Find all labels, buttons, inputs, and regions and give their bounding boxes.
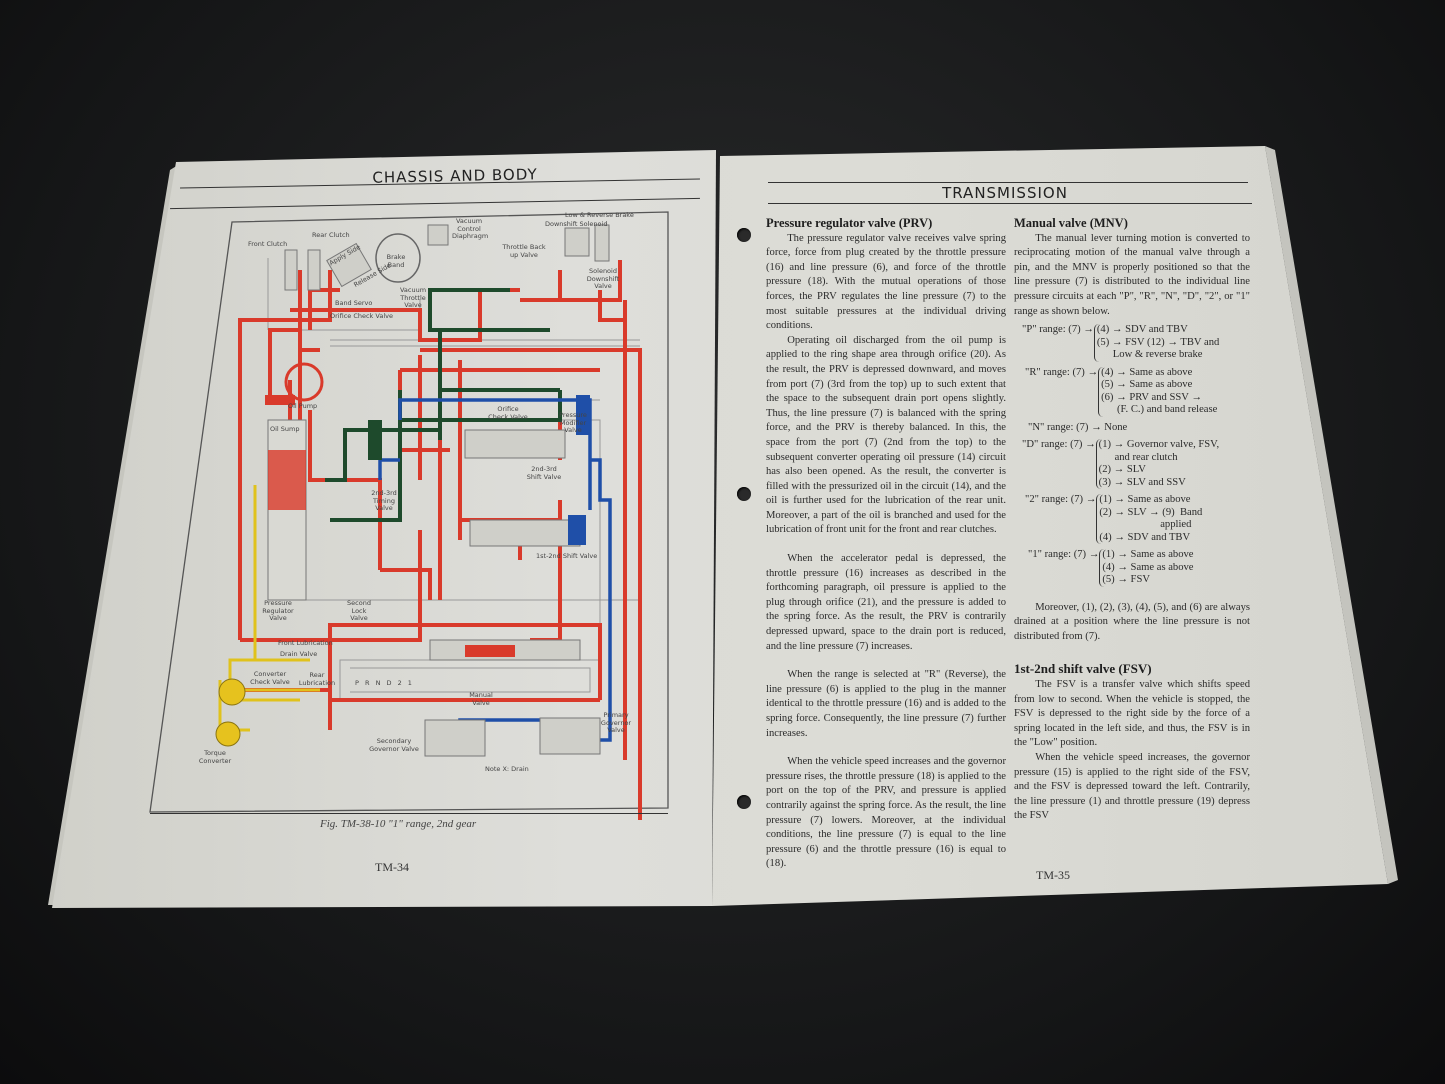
column-prv: Pressure regulator valve (PRV) The press… bbox=[766, 216, 1006, 872]
range-output: (1) → Governor valve, FSV, bbox=[1098, 439, 1220, 451]
range-output: (4) → Same as above bbox=[1101, 366, 1193, 378]
range-entry: "1" range: (7) →(1) → Same as above(4) →… bbox=[1014, 549, 1250, 587]
range-list: "P" range: (7) →(4) → SDV and TBV(5) → F… bbox=[1014, 324, 1250, 587]
range-outputs: (1) → Same as above(2) → SLV → (9) Band … bbox=[1096, 494, 1203, 545]
range-output: (2) → SLV bbox=[1098, 464, 1146, 476]
range-output: (1) → Same as above bbox=[1099, 494, 1191, 506]
range-entry: "P" range: (7) →(4) → SDV and TBV(5) → F… bbox=[1014, 324, 1250, 362]
range-output: (2) → SLV → (9) Band bbox=[1099, 506, 1203, 518]
range-outputs: (1) → Same as above(4) → Same as above(5… bbox=[1099, 549, 1194, 587]
label-drain-valve: Drain Valve bbox=[280, 650, 318, 658]
range-output: (1) → Same as above bbox=[1102, 549, 1194, 561]
column-mnv: Manual valve (MNV) The manual lever turn… bbox=[1014, 216, 1250, 824]
label-note-drain: Note X: Drain bbox=[485, 765, 529, 773]
binding-hole bbox=[737, 795, 751, 809]
range-outputs: (4) → SDV and TBV(5) → FSV (12) → TBV an… bbox=[1093, 324, 1220, 362]
range-label: "P" range: (7) → bbox=[1022, 324, 1094, 336]
range-output: and rear clutch bbox=[1098, 451, 1178, 463]
range-entry: "2" range: (7) →(1) → Same as above(2) →… bbox=[1014, 494, 1250, 545]
label-timing-valve: 2nd-3rd Timing Valve bbox=[371, 489, 397, 512]
range-output: (5) → Same as above bbox=[1101, 379, 1193, 391]
label-primary-governor-valve: Primary Governor Valve bbox=[600, 711, 632, 734]
label-band-servo: Band Servo bbox=[335, 299, 373, 307]
label-front-clutch: Front Clutch bbox=[248, 240, 288, 248]
range-label: "D" range: (7) → bbox=[1022, 439, 1096, 451]
label-shift-valve-12: 1st-2nd Shift Valve bbox=[536, 552, 598, 560]
range-output: Low & reverse brake bbox=[1096, 349, 1203, 361]
range-entry: "R" range: (7) →(4) → Same as above(5) →… bbox=[1014, 366, 1250, 417]
prv-paragraph: When the vehicle speed increases and the… bbox=[766, 756, 1006, 870]
range-output: (5) → FSV bbox=[1102, 574, 1150, 586]
label-oil-pump: Oil Pump bbox=[288, 402, 318, 410]
prv-paragraph: The pressure regulator valve receives va… bbox=[766, 232, 1006, 332]
range-label: "R" range: (7) → bbox=[1025, 366, 1099, 378]
range-outputs: (1) → Governor valve, FSV, and rear clut… bbox=[1095, 439, 1220, 490]
label-low-reverse-brake: Low & Reverse Brake bbox=[565, 211, 634, 219]
label-throttle-back-up-valve: Throttle Back up Valve bbox=[502, 243, 546, 259]
range-output: (F. C.) and band release bbox=[1101, 404, 1218, 416]
label-orifice-check-valve-2: Orifice Check Valve bbox=[488, 405, 528, 421]
label-brake-band: Brake Band bbox=[386, 253, 406, 269]
right-page-number: TM-35 bbox=[1036, 868, 1070, 882]
range-label: "N" range: (7) → None bbox=[1028, 421, 1128, 433]
prv-paragraph: Operating oil discharged from the oil pu… bbox=[766, 334, 1006, 536]
figure-caption: Fig. TM-38-10 "1" range, 2nd gear bbox=[320, 818, 477, 830]
label-vacuum-control-diaphragm: Vacuum Control Diaphragm bbox=[452, 217, 489, 240]
mnv-title: Manual valve (MNV) bbox=[1014, 216, 1128, 230]
label-manual-valve: Manual Valve bbox=[469, 691, 493, 707]
label-torque-converter: Torque Converter bbox=[198, 749, 232, 765]
label-rear-lubrication: Rear Lubrication bbox=[298, 671, 336, 687]
range-label: "1" range: (7) → bbox=[1028, 549, 1100, 561]
prv-paragraph: When the accelerator pedal is depressed,… bbox=[766, 553, 1006, 652]
label-vacuum-throttle-valve: Vacuum Throttle Valve bbox=[399, 286, 427, 309]
range-output: (5) → FSV (12) → TBV and bbox=[1096, 336, 1220, 348]
label-orifice-check-valve: Orifice Check Valve bbox=[330, 312, 393, 320]
right-page-header: TRANSMISSION bbox=[942, 184, 1068, 202]
label-oil-sump: Oil Sump bbox=[270, 425, 300, 433]
binding-hole bbox=[737, 487, 751, 501]
label-rear-clutch: Rear Clutch bbox=[312, 231, 350, 239]
prv-paragraph: When the range is selected at "R" (Rever… bbox=[766, 669, 1006, 739]
fsv-paragraph: The FSV is a transfer valve which shifts… bbox=[1014, 679, 1250, 749]
label-converter-check-valve: Converter Check Valve bbox=[250, 670, 290, 686]
binding-hole bbox=[737, 228, 751, 242]
range-output: (4) → SDV and TBV bbox=[1096, 324, 1188, 336]
left-page-number: TM-34 bbox=[375, 860, 409, 874]
label-front-lubrication: Front Lubrication bbox=[278, 639, 333, 647]
label-solenoid-downshift-valve: Solenoid Downshift Valve bbox=[586, 267, 620, 290]
label-secondary-governor-valve: Secondary Governor Valve bbox=[369, 737, 419, 753]
range-outputs: (4) → Same as above(5) → Same as above(6… bbox=[1098, 366, 1218, 417]
range-output: (4) → Same as above bbox=[1102, 561, 1194, 573]
mnv-note: Moreover, (1), (2), (3), (4), (5), and (… bbox=[1014, 601, 1250, 642]
range-output: (4) → SDV and TBV bbox=[1099, 531, 1191, 543]
prv-title: Pressure regulator valve (PRV) bbox=[766, 216, 933, 230]
range-label: "2" range: (7) → bbox=[1025, 494, 1097, 506]
label-downshift-solenoid: Downshift Solenoid bbox=[545, 220, 608, 228]
label-shift-valve-23: 2nd-3rd Shift Valve bbox=[526, 465, 562, 481]
fsv-title: 1st-2nd shift valve (FSV) bbox=[1014, 661, 1152, 677]
range-output: (3) → SLV and SSV bbox=[1098, 476, 1186, 488]
label-selector-positions: P R N D 2 1 bbox=[355, 679, 414, 687]
label-pressure-modifier-valve: Pressure Modifier Valve bbox=[559, 411, 587, 434]
label-pressure-regulator-valve: Pressure Regulator Valve bbox=[262, 599, 294, 622]
range-output: (6) → PRV and SSV → bbox=[1101, 391, 1202, 403]
fsv-paragraph: When the vehicle speed increases, the go… bbox=[1014, 752, 1250, 822]
range-entry: "D" range: (7) →(1) → Governor valve, FS… bbox=[1014, 439, 1250, 490]
label-second-lock-valve: Second Lock Valve bbox=[347, 599, 371, 622]
mnv-intro: The manual lever turning motion is conve… bbox=[1014, 232, 1250, 317]
range-output: applied bbox=[1099, 519, 1192, 531]
range-entry: "N" range: (7) → None bbox=[1014, 422, 1250, 435]
